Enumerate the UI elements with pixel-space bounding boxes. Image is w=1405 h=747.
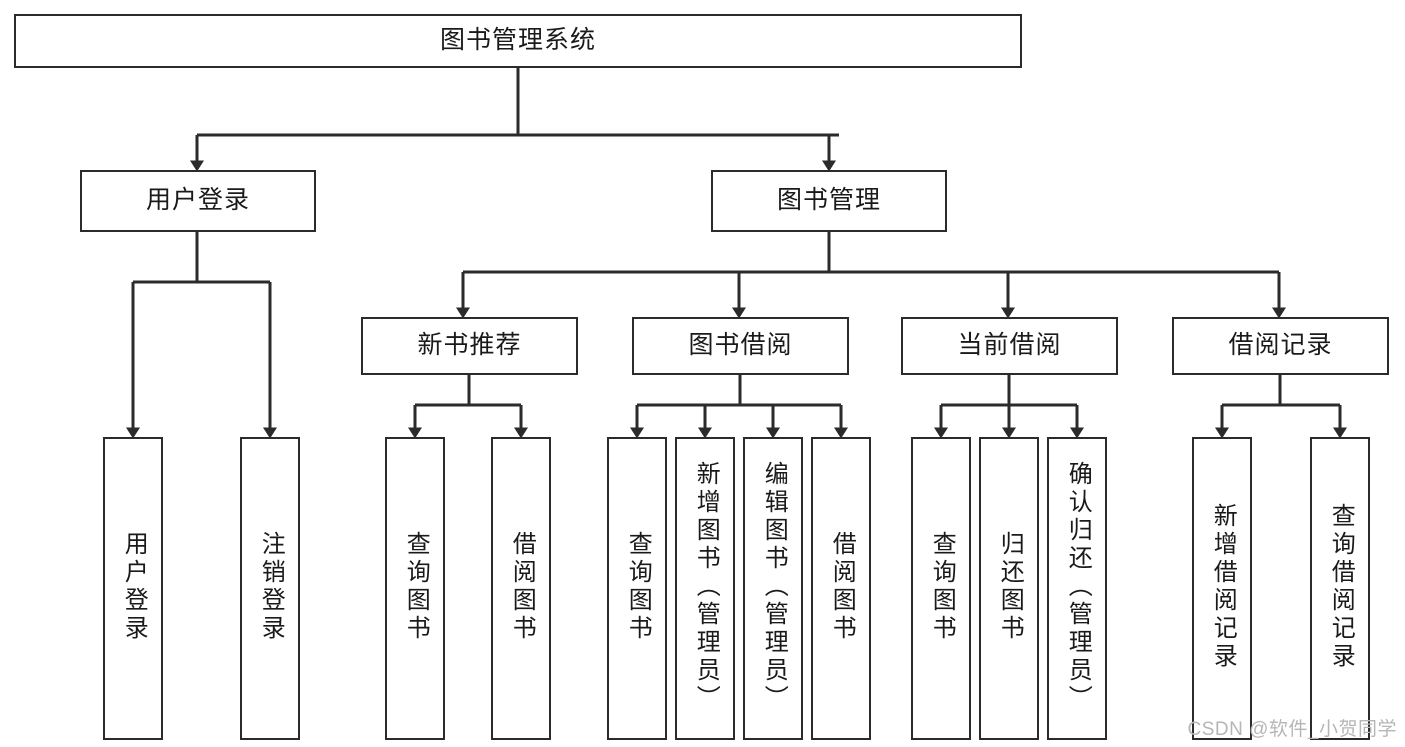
leaf-logout[interactable]: 注销登录: [240, 437, 300, 740]
leaf-query-borrow-record[interactable]: 查询借阅记录: [1310, 437, 1370, 740]
leaf-query-book-recommend-label: 查询图书: [402, 530, 430, 643]
leaf-add-borrow-record-label: 新增借阅记录: [1209, 502, 1237, 671]
node-user-login-label: 用户登录: [145, 186, 250, 215]
node-root[interactable]: 图书管理系统: [14, 14, 1022, 68]
leaf-confirm-return-admin-label: 确认归还（管理员）: [1064, 460, 1092, 713]
leaf-query-book-borrow-label: 查询图书: [624, 530, 652, 643]
node-new-book-recommend-label: 新书推荐: [417, 331, 522, 360]
leaf-confirm-return-admin[interactable]: 确认归还（管理员）: [1047, 437, 1107, 740]
leaf-user-login-label: 用户登录: [120, 530, 148, 643]
leaf-borrow-book[interactable]: 借阅图书: [811, 437, 871, 740]
node-new-book-recommend[interactable]: 新书推荐: [361, 317, 578, 375]
watermark-text: CSDN @软件_小贺同学: [1187, 719, 1397, 740]
node-book-borrow[interactable]: 图书借阅: [632, 317, 849, 375]
leaf-logout-label: 注销登录: [257, 530, 285, 643]
node-book-management-label: 图书管理: [776, 186, 881, 215]
leaf-borrow-book-recommend[interactable]: 借阅图书: [491, 437, 551, 740]
leaf-edit-book-admin[interactable]: 编辑图书（管理员）: [743, 437, 803, 740]
leaf-query-book-current-label: 查询图书: [928, 530, 956, 643]
leaf-query-book-borrow[interactable]: 查询图书: [607, 437, 667, 740]
node-current-borrow[interactable]: 当前借阅: [901, 317, 1118, 375]
node-root-label: 图书管理系统: [439, 26, 596, 55]
node-user-login[interactable]: 用户登录: [80, 170, 316, 232]
leaf-add-book-admin-label: 新增图书（管理员）: [692, 460, 720, 713]
leaf-edit-book-admin-label: 编辑图书（管理员）: [760, 460, 788, 713]
leaf-return-book-label: 归还图书: [996, 530, 1024, 643]
node-current-borrow-label: 当前借阅: [957, 331, 1062, 360]
node-book-borrow-label: 图书借阅: [688, 331, 793, 360]
leaf-query-book-current[interactable]: 查询图书: [911, 437, 971, 740]
leaf-borrow-book-recommend-label: 借阅图书: [508, 530, 536, 643]
node-borrow-record-label: 借阅记录: [1228, 331, 1333, 360]
node-book-management[interactable]: 图书管理: [711, 170, 947, 232]
leaf-add-borrow-record[interactable]: 新增借阅记录: [1192, 437, 1252, 740]
leaf-return-book[interactable]: 归还图书: [979, 437, 1039, 740]
leaf-user-login[interactable]: 用户登录: [103, 437, 163, 740]
leaf-query-borrow-record-label: 查询借阅记录: [1327, 502, 1355, 671]
leaf-add-book-admin[interactable]: 新增图书（管理员）: [675, 437, 735, 740]
node-borrow-record[interactable]: 借阅记录: [1172, 317, 1389, 375]
leaf-query-book-recommend[interactable]: 查询图书: [385, 437, 445, 740]
leaf-borrow-book-label: 借阅图书: [828, 530, 856, 643]
